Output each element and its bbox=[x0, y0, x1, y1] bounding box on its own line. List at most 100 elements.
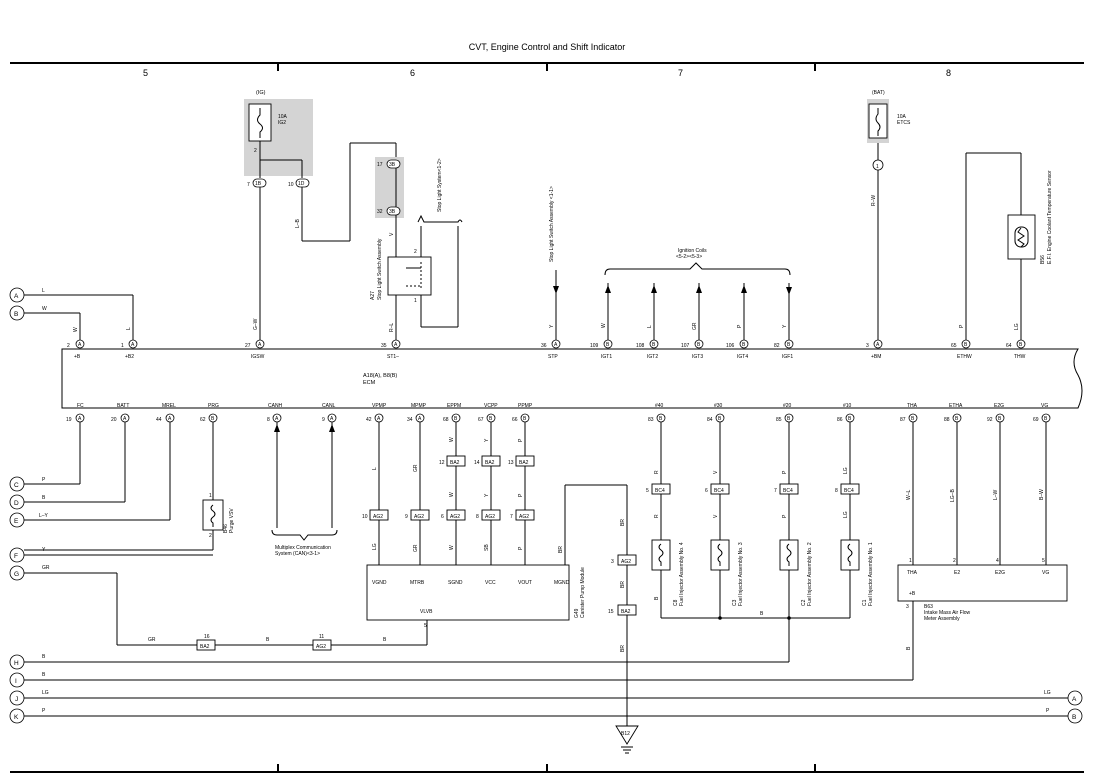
svg-text:B: B bbox=[1072, 714, 1076, 721]
svg-text:B: B bbox=[848, 416, 852, 422]
svg-text:+BM: +BM bbox=[871, 354, 881, 360]
svg-text:PRG: PRG bbox=[208, 403, 219, 409]
svg-text:6: 6 bbox=[705, 488, 708, 494]
svg-text:A27: A27 bbox=[370, 291, 376, 300]
ground-symbol bbox=[615, 725, 639, 745]
svg-text:87: 87 bbox=[900, 417, 906, 423]
svg-text:A: A bbox=[78, 416, 82, 422]
svg-text:107: 107 bbox=[681, 343, 690, 349]
svg-text:E2: E2 bbox=[954, 570, 960, 576]
svg-text:MTRB: MTRB bbox=[410, 580, 425, 586]
svg-text:P: P bbox=[518, 493, 524, 497]
svg-text:88: 88 bbox=[944, 417, 950, 423]
svg-text:W–L: W–L bbox=[906, 490, 912, 501]
canister-pump-module bbox=[366, 564, 570, 621]
svg-text:5: 5 bbox=[1042, 558, 1045, 564]
svg-text:IGT4: IGT4 bbox=[737, 354, 748, 360]
svg-text:IGT3: IGT3 bbox=[692, 354, 703, 360]
svg-text:(BAT): (BAT) bbox=[872, 90, 885, 96]
svg-text:A: A bbox=[78, 342, 82, 348]
svg-text:GR: GR bbox=[413, 544, 419, 552]
svg-text:12: 12 bbox=[439, 460, 445, 466]
svg-text:BR: BR bbox=[620, 645, 626, 652]
svg-text:2: 2 bbox=[209, 533, 212, 539]
svg-text:+B: +B bbox=[909, 591, 916, 597]
svg-text:10: 10 bbox=[362, 514, 368, 520]
svg-text:G–W: G–W bbox=[253, 318, 259, 330]
svg-text:LG: LG bbox=[372, 543, 378, 550]
svg-text:L: L bbox=[126, 327, 132, 330]
svg-text:SB: SB bbox=[484, 544, 490, 551]
svg-text:L: L bbox=[372, 467, 378, 470]
svg-text:R: R bbox=[654, 514, 660, 518]
svg-text:3B: 3B bbox=[389, 209, 396, 215]
svg-text:PPMP: PPMP bbox=[518, 403, 533, 409]
svg-text:LG: LG bbox=[843, 467, 849, 474]
svg-text:2: 2 bbox=[414, 249, 417, 255]
svg-text:LG: LG bbox=[42, 690, 49, 696]
svg-text:#30: #30 bbox=[714, 403, 723, 409]
svg-text:B56: B56 bbox=[1040, 255, 1046, 264]
svg-text:67: 67 bbox=[478, 417, 484, 423]
svg-text:11: 11 bbox=[319, 634, 324, 640]
svg-text:Y: Y bbox=[549, 324, 555, 328]
svg-text:#40: #40 bbox=[655, 403, 664, 409]
svg-text:10A: 10A bbox=[278, 114, 288, 120]
svg-text:VLVB: VLVB bbox=[420, 609, 433, 615]
svg-text:3: 3 bbox=[906, 604, 909, 610]
svg-text:7: 7 bbox=[774, 488, 777, 494]
svg-text:B: B bbox=[697, 342, 701, 348]
svg-text:GR: GR bbox=[42, 565, 50, 571]
svg-text:B: B bbox=[383, 637, 387, 643]
svg-text:VCPP: VCPP bbox=[484, 403, 498, 409]
svg-text:L: L bbox=[647, 325, 653, 328]
svg-text:CANH: CANH bbox=[268, 403, 283, 409]
section-6: 6 bbox=[410, 68, 415, 78]
svg-text:68: 68 bbox=[443, 417, 449, 423]
svg-text:LG: LG bbox=[843, 511, 849, 518]
svg-text:THA: THA bbox=[907, 403, 918, 409]
svg-text:B: B bbox=[998, 416, 1002, 422]
svg-text:MPMP: MPMP bbox=[411, 403, 427, 409]
svg-text:B12: B12 bbox=[621, 731, 630, 737]
svg-text:R–L: R–L bbox=[389, 323, 395, 332]
svg-text:BA2: BA2 bbox=[621, 609, 631, 615]
svg-text:A: A bbox=[123, 416, 127, 422]
svg-text:5: 5 bbox=[646, 488, 649, 494]
svg-text:66: 66 bbox=[512, 417, 518, 423]
svg-text:AG2: AG2 bbox=[450, 514, 460, 520]
svg-text:B: B bbox=[742, 342, 746, 348]
svg-text:BC4: BC4 bbox=[714, 488, 724, 494]
svg-text:62: 62 bbox=[200, 417, 206, 423]
svg-text:V: V bbox=[713, 470, 719, 474]
svg-text:IG2: IG2 bbox=[278, 120, 286, 126]
svg-text:B: B bbox=[955, 416, 959, 422]
svg-text:THW: THW bbox=[1014, 354, 1026, 360]
svg-text:27: 27 bbox=[245, 343, 251, 349]
svg-text:STP: STP bbox=[548, 354, 558, 360]
svg-text:B: B bbox=[787, 342, 791, 348]
svg-text:GR: GR bbox=[148, 637, 156, 643]
svg-text:BC4: BC4 bbox=[655, 488, 665, 494]
svg-text:H: H bbox=[14, 660, 19, 667]
svg-text:P: P bbox=[782, 470, 788, 474]
ecm-box bbox=[61, 348, 1083, 409]
svg-text:B: B bbox=[211, 416, 215, 422]
svg-text:P: P bbox=[782, 514, 788, 518]
svg-text:B: B bbox=[523, 416, 527, 422]
svg-text:System (CAN)<3-1>: System (CAN)<3-1> bbox=[275, 551, 320, 557]
svg-text:1: 1 bbox=[909, 558, 912, 564]
svg-text:BR: BR bbox=[620, 519, 626, 526]
ect-sensor bbox=[1007, 214, 1036, 260]
svg-text:AG2: AG2 bbox=[373, 514, 383, 520]
svg-text:8: 8 bbox=[476, 514, 479, 520]
svg-text:Stop Light System<1-2>: Stop Light System<1-2> bbox=[437, 158, 443, 212]
svg-text:44: 44 bbox=[156, 417, 162, 423]
svg-text:Y: Y bbox=[782, 324, 788, 328]
svg-text:C: C bbox=[14, 482, 19, 489]
svg-text:42: 42 bbox=[366, 417, 372, 423]
svg-text:P: P bbox=[1046, 708, 1050, 714]
svg-text:C2: C2 bbox=[801, 599, 807, 606]
svg-text:B: B bbox=[454, 416, 458, 422]
